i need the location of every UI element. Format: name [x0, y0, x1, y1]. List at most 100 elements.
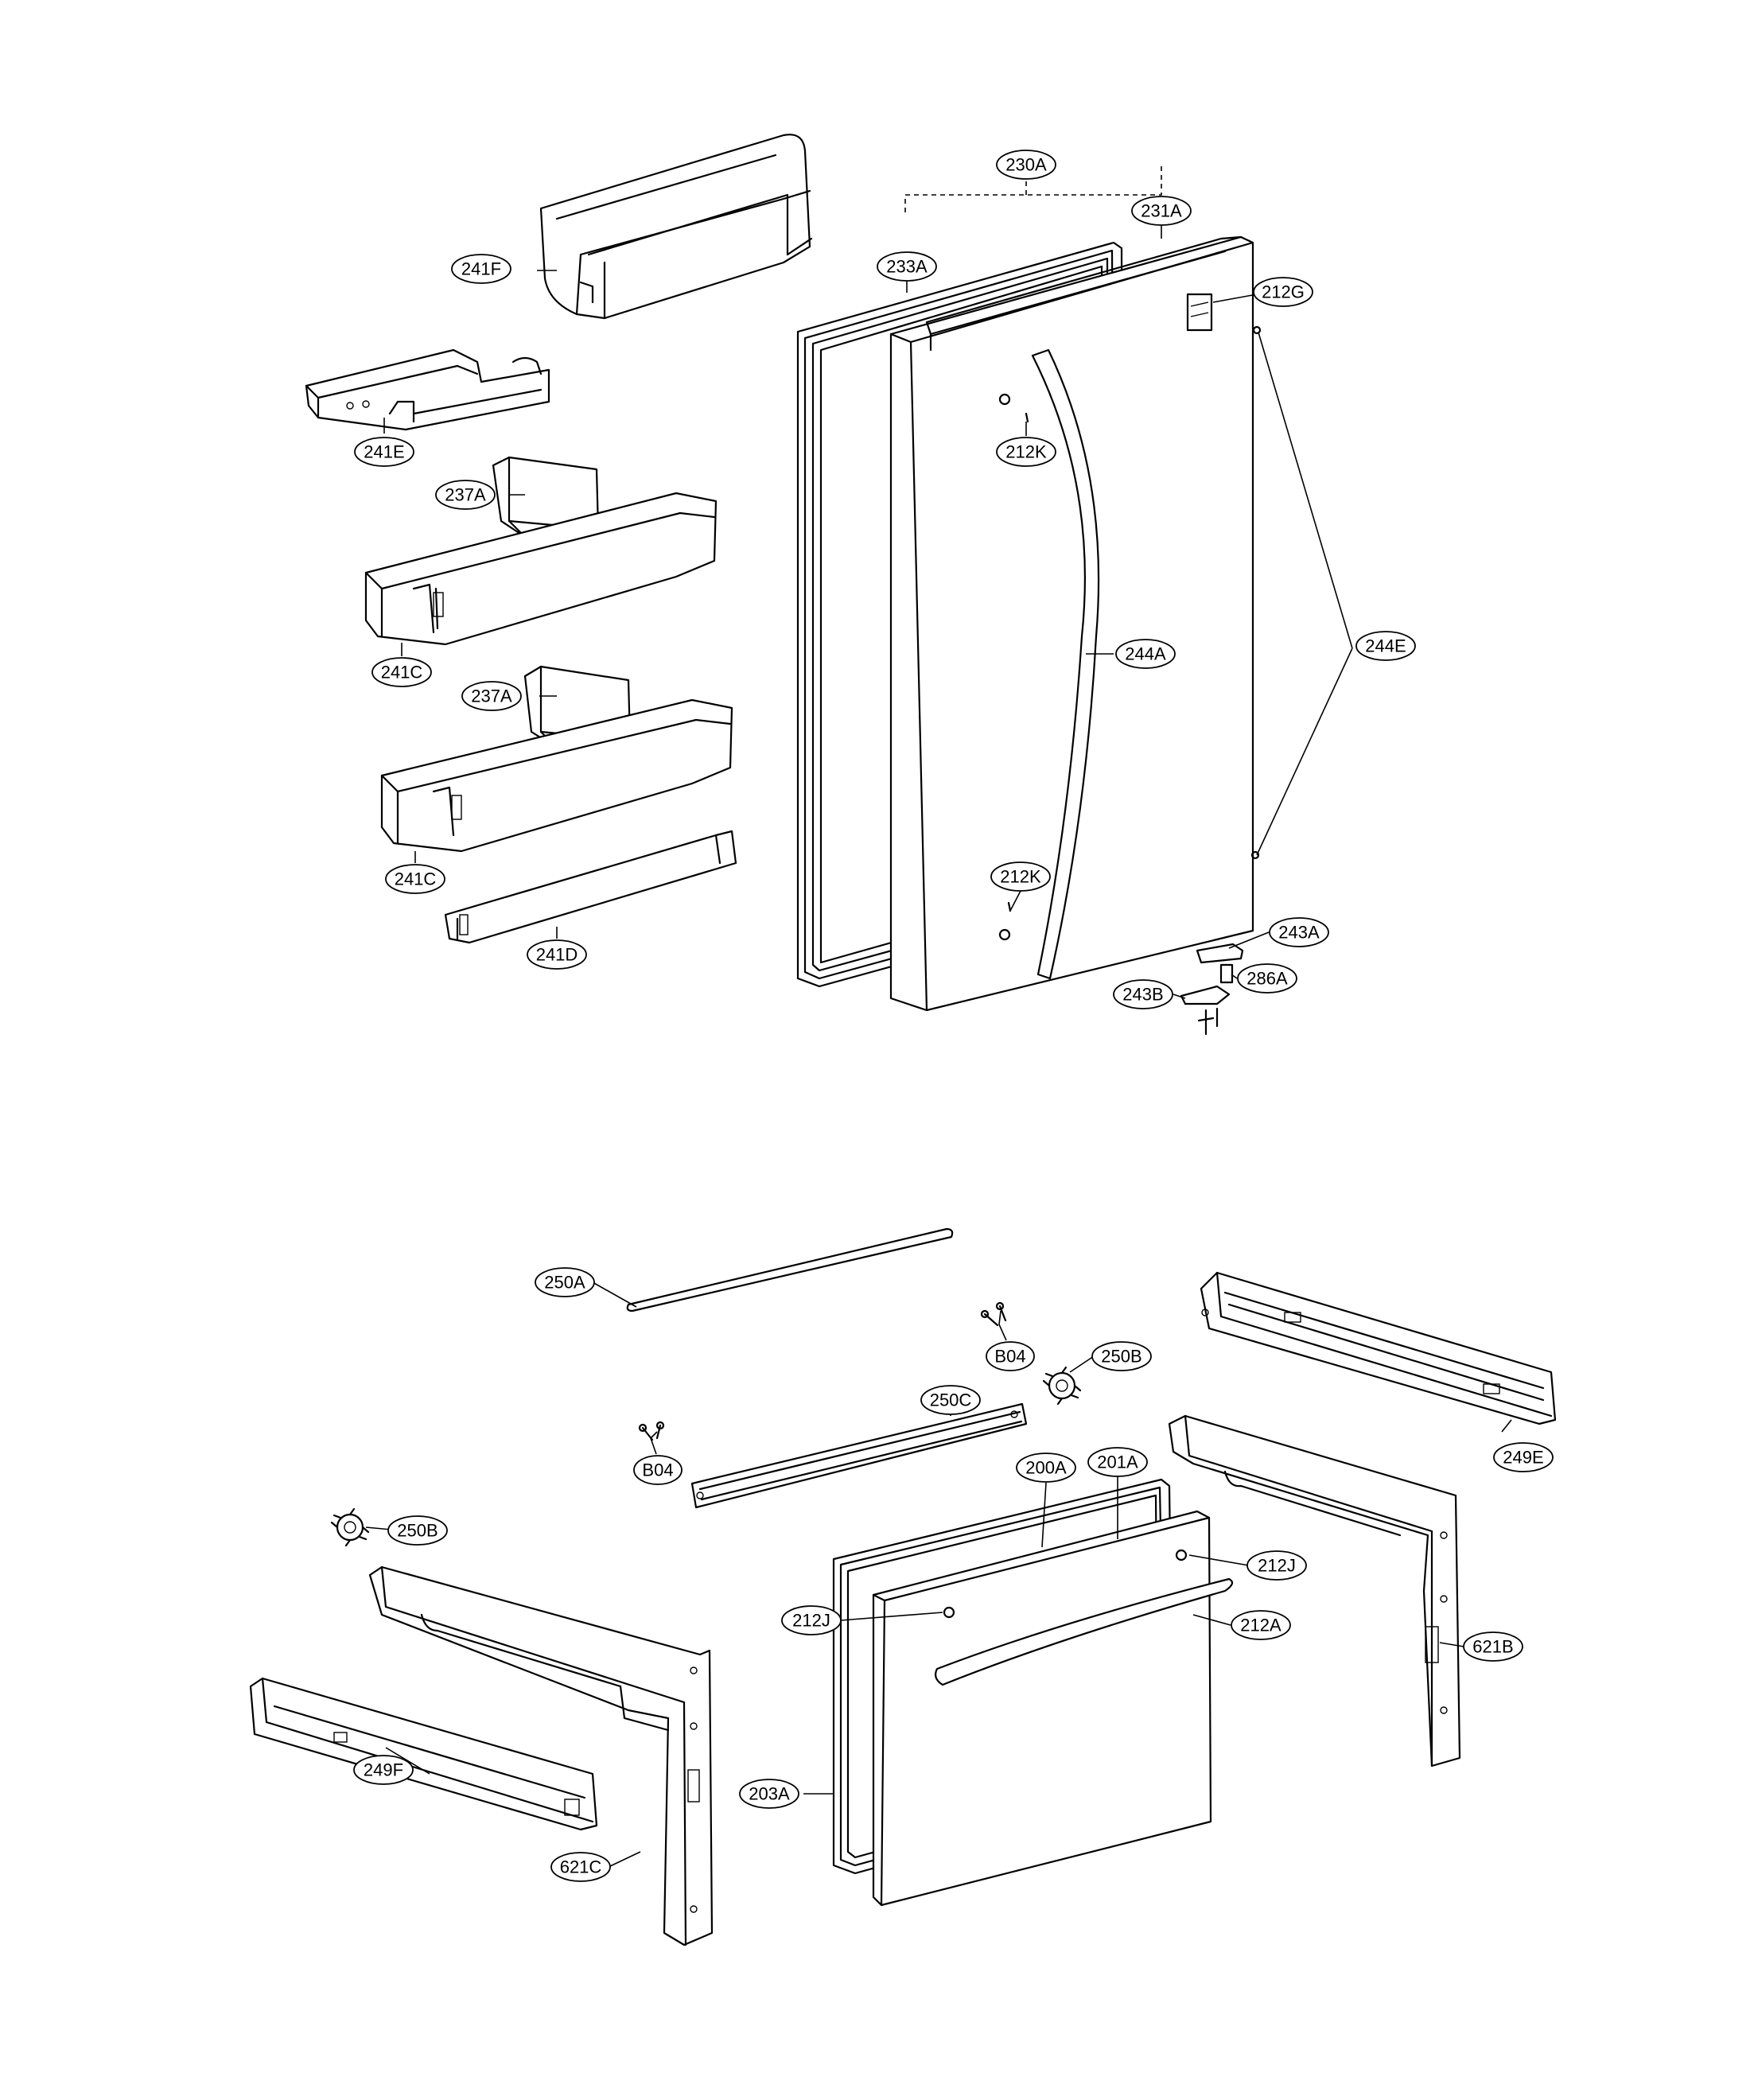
leader-lines	[365, 163, 1512, 1868]
part-212K-screws	[998, 393, 1029, 941]
callout-label: 212J	[792, 1611, 830, 1631]
callout-label: 200A	[1025, 1458, 1067, 1478]
callout-bubble	[1115, 639, 1176, 669]
part-250A-rod	[626, 1227, 954, 1312]
callout-bubble	[986, 1341, 1035, 1371]
callout-bubble	[877, 251, 937, 282]
part-241D-trim-bar	[444, 830, 737, 944]
part-241F-door-bin	[539, 134, 813, 320]
callout-bubble	[1253, 277, 1313, 307]
part-212J-screws	[943, 1549, 1188, 1619]
callout-label: 212K	[1005, 442, 1047, 462]
callout-label: 212K	[1000, 867, 1041, 887]
callout-286a: 286A	[1237, 963, 1297, 994]
callout-bubble	[1131, 196, 1192, 226]
callout-bubble	[739, 1779, 799, 1809]
callout-bubble	[1246, 1550, 1307, 1581]
callout-bubble	[781, 1605, 842, 1635]
callout-250a: 250A	[535, 1267, 595, 1297]
callout-bubble	[920, 1385, 981, 1415]
callout-212j: 212J	[1246, 1550, 1307, 1581]
part-250B-gear-right	[1042, 1366, 1082, 1406]
callout-label: 231A	[1141, 201, 1182, 221]
part-241C-top-door-bin	[364, 492, 718, 646]
callout-212j: 212J	[781, 1605, 842, 1635]
callout-bubble	[353, 1755, 414, 1785]
callout-label: 244E	[1365, 636, 1406, 656]
callout-241f: 241F	[451, 254, 511, 284]
callout-244a: 244A	[1115, 639, 1176, 669]
callout-bubble	[1091, 1341, 1152, 1371]
callout-bubble	[990, 861, 1051, 892]
callout-237a: 237A	[461, 681, 522, 711]
callout-bubble	[535, 1267, 595, 1297]
callout-250c: 250C	[920, 1385, 981, 1415]
part-237A-top-divider	[492, 456, 600, 539]
callout-bubble	[451, 254, 511, 284]
callout-label: 233A	[886, 257, 928, 277]
callout-241c: 241C	[371, 657, 432, 687]
callout-label: 250B	[397, 1521, 438, 1541]
callout-231a: 231A	[1131, 196, 1192, 226]
callout-label: 201A	[1097, 1452, 1138, 1472]
callout-201a: 201A	[1087, 1447, 1148, 1477]
callout-bubble	[996, 437, 1056, 467]
callout-bubble	[354, 437, 414, 467]
callout-200a: 200A	[1016, 1452, 1076, 1483]
part-249E-right-slide	[1200, 1271, 1557, 1425]
callout-203a: 203A	[739, 1779, 799, 1809]
callout-label: 212J	[1258, 1556, 1296, 1576]
part-drawer-door	[832, 1478, 1212, 1907]
part-250B-gear-left	[330, 1507, 370, 1547]
callout-label: 241C	[395, 869, 437, 889]
callout-bubble	[550, 1852, 611, 1882]
callout-label: 241D	[536, 945, 578, 965]
part-250C-rail	[690, 1402, 1028, 1509]
callout-bubble	[435, 480, 496, 510]
callout-bubble	[1269, 917, 1329, 947]
callout-label: 212G	[1262, 282, 1305, 302]
callout-label: 250A	[544, 1273, 585, 1293]
callout-label: B04	[994, 1347, 1025, 1367]
callout-212k: 212K	[996, 437, 1056, 467]
callout-621b: 621B	[1463, 1631, 1523, 1662]
callout-bubble	[461, 681, 522, 711]
callout-bubble	[1355, 631, 1416, 661]
callout-233a: 233A	[877, 251, 937, 282]
callout-label: 237A	[445, 485, 486, 505]
callout-label: 243B	[1122, 985, 1163, 1005]
part-621B-right-bracket	[1168, 1414, 1461, 1768]
callout-250b: 250B	[1091, 1341, 1152, 1371]
callout-212k: 212K	[990, 861, 1051, 892]
callout-241e: 241E	[354, 437, 414, 467]
callout-label: 249F	[364, 1760, 403, 1780]
callout-249f: 249F	[353, 1755, 414, 1785]
callout-bubble	[996, 150, 1056, 180]
callout-212g: 212G	[1253, 277, 1313, 307]
callout-bubble	[1493, 1442, 1554, 1472]
callout-label: 250B	[1101, 1347, 1141, 1367]
part-244A-handle	[1031, 348, 1100, 980]
part-621C-left-bracket	[368, 1565, 714, 1946]
callout-250b: 250B	[387, 1515, 448, 1546]
callout-label: B04	[642, 1460, 673, 1480]
callout-label: 212A	[1240, 1616, 1281, 1635]
callout-212a: 212A	[1231, 1610, 1291, 1640]
callout-bubble	[371, 657, 432, 687]
callout-bubble	[527, 939, 587, 970]
callout-label: 241F	[461, 259, 501, 279]
callout-bubble	[1113, 979, 1173, 1009]
callout-label: 241C	[381, 663, 423, 682]
part-231A-door-panel	[889, 235, 1254, 1012]
callout-bubble	[1016, 1452, 1076, 1483]
callout-label: 621C	[560, 1857, 602, 1877]
callout-249e: 249E	[1493, 1442, 1554, 1472]
part-241E-dairy-bin	[305, 348, 550, 431]
callout-label: 286A	[1246, 969, 1288, 989]
callout-b04: B04	[986, 1341, 1035, 1371]
callout-bubble	[633, 1455, 683, 1485]
callout-label: 203A	[749, 1784, 790, 1804]
part-249F-left-slide	[249, 1677, 598, 1831]
callout-243a: 243A	[1269, 917, 1329, 947]
